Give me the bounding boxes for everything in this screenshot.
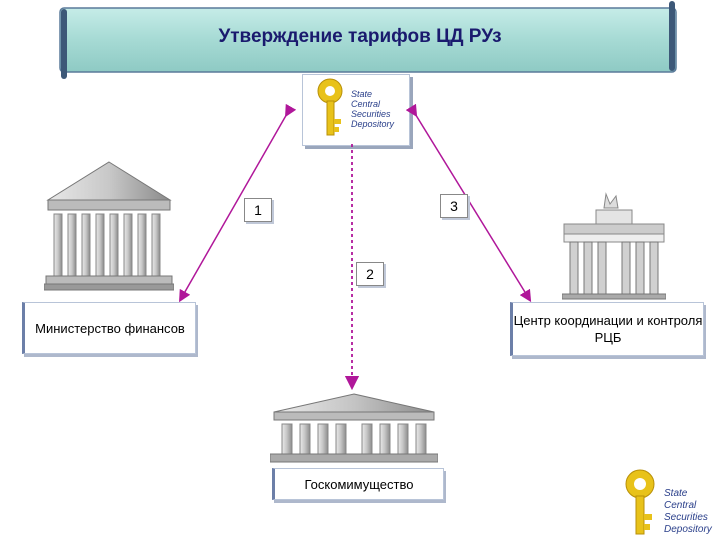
logo-line: Depository [351,119,395,129]
goskom-building-icon [270,393,438,463]
sccd-logo-bottom: State Central Securities Depository [614,462,718,538]
ministry-label: Министерство финансов [22,302,196,354]
step-2-badge: 2 [356,262,384,286]
goskom-label: Госкомимущество [272,468,444,500]
logo-line: State [351,89,373,99]
step-1-badge: 1 [244,198,272,222]
step-3-badge: 3 [440,194,468,218]
arrow-3 [405,103,532,303]
key-icon [625,469,655,535]
logo-line: Central [351,99,381,109]
key-icon [317,78,343,136]
page-title: Утверждение тарифов ЦД РУз [218,26,502,47]
logo-line: Securities [664,512,708,523]
logo-line: Depository [664,524,712,535]
center-building-icon [562,192,666,300]
logo-line: Central [664,500,697,511]
ministry-building-icon [44,161,174,291]
arrow-1 [179,103,297,303]
center-label: Центр координации и контроля РЦБ [510,302,704,356]
logo-line: State [664,488,688,499]
logo-line: Securities [351,109,391,119]
title-banner [59,1,677,79]
